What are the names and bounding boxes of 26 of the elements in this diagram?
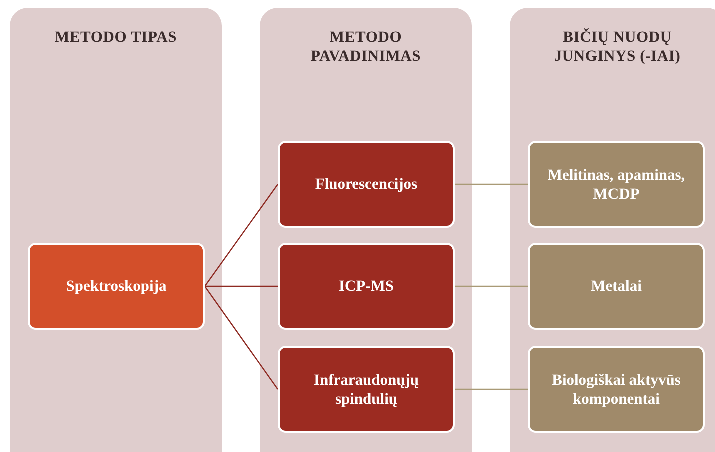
column-panel bbox=[510, 8, 715, 452]
box-label: Spektroskopija bbox=[66, 277, 167, 296]
box-label: Fluorescencijos bbox=[315, 175, 418, 194]
box-label: Biologiškai aktyvūs komponentai bbox=[551, 370, 682, 408]
column-panel bbox=[10, 8, 222, 452]
process-box bbox=[278, 346, 455, 433]
connector-line bbox=[204, 184, 278, 287]
box-label: ICP-MS bbox=[338, 277, 394, 296]
process-box bbox=[528, 346, 705, 433]
connector-line bbox=[204, 286, 278, 390]
connector-line bbox=[455, 388, 528, 390]
box-label: Infraraudonųjų spindulių bbox=[312, 370, 420, 408]
process-box bbox=[278, 141, 455, 228]
process-box bbox=[278, 243, 455, 330]
box-label: Melitinas, apaminas, MCDP bbox=[546, 166, 686, 204]
process-box bbox=[528, 141, 705, 228]
column-heading: BIČIŲ NUODŲ JUNGINYS (-IAI) bbox=[553, 28, 682, 66]
column-heading: METODO TIPAS bbox=[54, 28, 178, 47]
connector-line bbox=[455, 286, 528, 288]
process-box bbox=[528, 243, 705, 330]
box-label: Metalai bbox=[591, 277, 642, 296]
process-box bbox=[28, 243, 205, 330]
connector-line bbox=[205, 286, 278, 288]
connector-line bbox=[455, 184, 528, 186]
column-heading: METODO PAVADINIMAS bbox=[310, 28, 422, 66]
column-panel bbox=[260, 8, 472, 452]
